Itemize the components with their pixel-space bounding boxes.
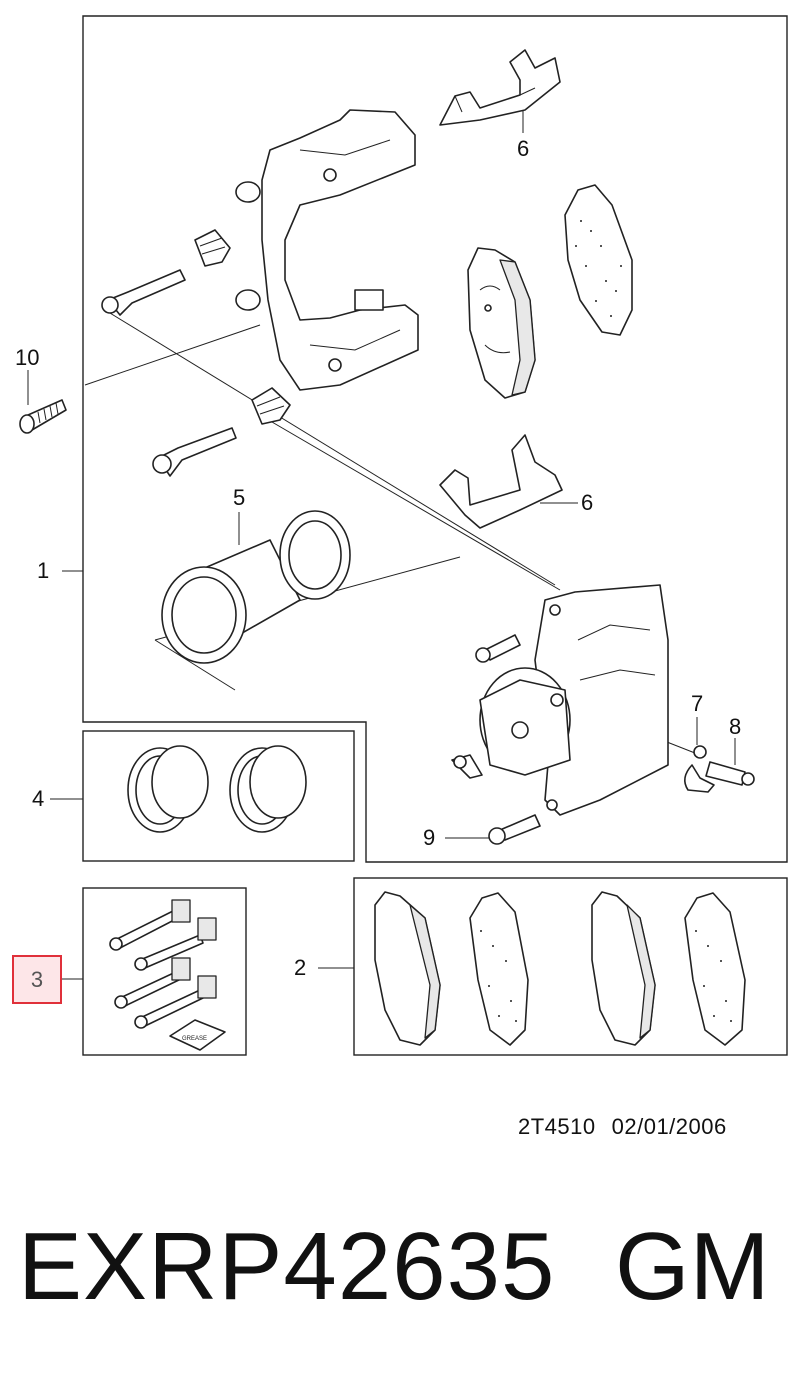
callout-6-upper: 6: [517, 136, 530, 161]
caliper-piston: [161, 510, 351, 664]
callout-9: 9: [423, 825, 436, 850]
pad-kit-pad-2: [469, 892, 529, 1046]
part-number-title: EXRP42635: [18, 1213, 556, 1320]
bracket-bolt: [19, 399, 67, 434]
callout-8: 8: [729, 714, 742, 739]
leader-lines: [27, 108, 736, 980]
callout-1: 1: [37, 558, 50, 583]
callout-6-lower: 6: [581, 490, 594, 515]
hose-fitting: [451, 754, 483, 779]
pad-kit-pad-3: [591, 891, 656, 1046]
pad-kit-frame: [353, 877, 788, 1056]
guide-pin-kit-frame: [82, 887, 247, 1056]
document-reference: 2T4510 02/01/2006: [518, 1114, 727, 1140]
pad-kit-pad-1: [374, 891, 441, 1046]
callout-5: 5: [233, 485, 246, 510]
callout-7: 7: [691, 691, 704, 716]
bleeder-cap: [684, 745, 715, 793]
document-date: 02/01/2006: [611, 1114, 727, 1139]
document-code: 2T4510: [518, 1114, 596, 1139]
guide-pin-lower: [152, 427, 237, 477]
callout-3-highlighted[interactable]: 3: [12, 955, 62, 1004]
pad-kit-pad-4: [684, 892, 746, 1046]
guide-pin-kit-parts: [109, 899, 226, 1051]
caliper-housing: [479, 584, 669, 816]
caliper-carrier-bracket: [235, 109, 419, 391]
brand-title: GM: [615, 1213, 770, 1320]
brake-pad-outer: [564, 184, 633, 336]
brake-caliper-exploded-diagram: GREASE: [19, 15, 788, 1056]
guide-pin-boot-lower: [251, 387, 291, 425]
callout-4: 4: [32, 786, 45, 811]
seal-kit-parts: [127, 745, 307, 833]
seal-kit-frame: [82, 730, 355, 862]
callout-2: 2: [294, 955, 307, 980]
caliper-bolt-upper: [475, 634, 521, 663]
bleeder-screw: [705, 761, 755, 786]
caliper-assembly-frame: [82, 15, 788, 863]
anti-rattle-clip-upper: [439, 49, 561, 126]
anti-rattle-clip-lower: [439, 434, 563, 529]
callout-10: 10: [15, 345, 40, 370]
caliper-bolt-lower: [488, 814, 541, 845]
guide-pin-boot-upper: [194, 229, 231, 267]
brake-pad-inner: [467, 247, 536, 399]
guide-pin-upper: [101, 269, 186, 316]
grease-packet-label: GREASE: [182, 1036, 207, 1042]
